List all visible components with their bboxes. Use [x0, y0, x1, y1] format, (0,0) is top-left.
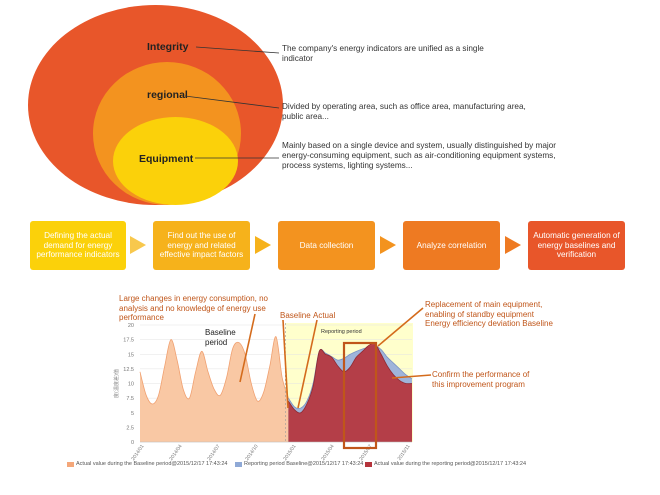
series-reporting-actual-area — [288, 343, 412, 442]
step-automatic-baseline: Automatic generation of energy baselines… — [528, 221, 625, 270]
x-tick-label: 2015/01 — [282, 444, 297, 462]
equipment-label: Equipment — [139, 153, 194, 165]
reporting-period-label: Reporting period — [321, 329, 362, 335]
legend-label: Actual value during the Baseline period@… — [76, 461, 228, 467]
legend-label: Actual value during the reporting period… — [374, 461, 527, 467]
actual-label: Actual — [313, 311, 336, 320]
step-find-energy-use: Find out the use of energy and related e… — [153, 221, 250, 270]
energy-baseline-chart: 0 2.5 5 7.5 10 12.5 15 17.5 20 度(温度差)值 2014/01 2014… — [113, 307, 432, 462]
legend-swatch — [235, 461, 242, 467]
legend-reporting-baseline: Reporting period Baseline@2015/12/17 17:… — [235, 461, 363, 467]
pointer-replacement — [377, 307, 424, 347]
y-tick-label: 5 — [131, 411, 134, 417]
regional-connector — [184, 95, 280, 109]
y-tick-label: 0 — [131, 440, 134, 446]
integrity-description: The company's energy indicators are unif… — [282, 44, 484, 63]
legend-baseline-actual: Actual value during the Baseline period@… — [67, 461, 227, 467]
legend-swatch — [67, 461, 74, 467]
step-data-collection: Data collection — [278, 221, 375, 270]
integrity-label: Integrity — [147, 41, 189, 53]
pointer-actual — [297, 319, 318, 409]
equipment-description: Mainly based on a single device and syst… — [282, 141, 556, 170]
x-tick-label: 2015/04 — [320, 444, 335, 462]
pointer-confirm — [391, 374, 432, 379]
baseline-label: Baseline — [280, 311, 311, 320]
series-reporting-actual-line — [288, 342, 413, 414]
replacement-annotation: Replacement of main equipment, enabling … — [425, 300, 553, 328]
y-tick-label: 12.5 — [123, 367, 134, 373]
x-tick-label: 2014/07 — [206, 444, 221, 462]
highlight-box — [342, 341, 378, 450]
legend-swatch — [365, 461, 372, 467]
series-reporting-baseline-line — [288, 345, 413, 409]
legend-label: Reporting period Baseline@2015/12/17 17:… — [244, 461, 364, 467]
pointer-baseline — [282, 319, 289, 409]
series-baseline-period-actual-line — [139, 336, 289, 405]
arrow-right-icon — [505, 236, 521, 254]
step-analyze-correlation: Analyze correlation — [403, 221, 500, 270]
large-changes-annotation: Large changes in energy consumption, no … — [119, 294, 268, 322]
y-tick-label: 2.5 — [126, 425, 134, 431]
y-tick-label: 20 — [128, 323, 134, 329]
legend-reporting-actual: Actual value during the reporting period… — [365, 461, 526, 467]
step-define-demand: Defining the actual demand for energy pe… — [30, 221, 126, 270]
confirm-performance-annotation: Confirm the performance of this improvem… — [432, 370, 530, 389]
y-tick-label: 7.5 — [126, 396, 134, 402]
pointer-large-changes — [239, 313, 256, 383]
regional-label: regional — [147, 89, 188, 101]
equipment-circle — [113, 117, 238, 205]
arrow-right-icon — [380, 236, 396, 254]
y-axis-label: 度(温度差)值 — [113, 369, 120, 398]
y-tick-label: 10 — [128, 382, 134, 388]
x-tick-label: 2015/11 — [397, 444, 412, 462]
baseline-period-label: Baseline period — [205, 328, 236, 347]
x-tick-label: 2014/04 — [168, 444, 183, 462]
arrow-right-icon — [130, 236, 146, 254]
y-tick-label: 15 — [128, 352, 134, 358]
x-tick-label: 2014/01 — [130, 444, 145, 462]
y-tick-label: 17.5 — [123, 338, 134, 344]
x-tick-label: 2014/10 — [244, 444, 259, 462]
x-tick-label: 2015/07 — [358, 444, 373, 462]
integrity-connector — [195, 46, 280, 54]
series-baseline-period-actual-area — [140, 336, 289, 442]
connector-lines — [184, 46, 280, 159]
regional-description: Divided by operating area, such as offic… — [282, 102, 526, 121]
arrow-right-icon — [255, 236, 271, 254]
